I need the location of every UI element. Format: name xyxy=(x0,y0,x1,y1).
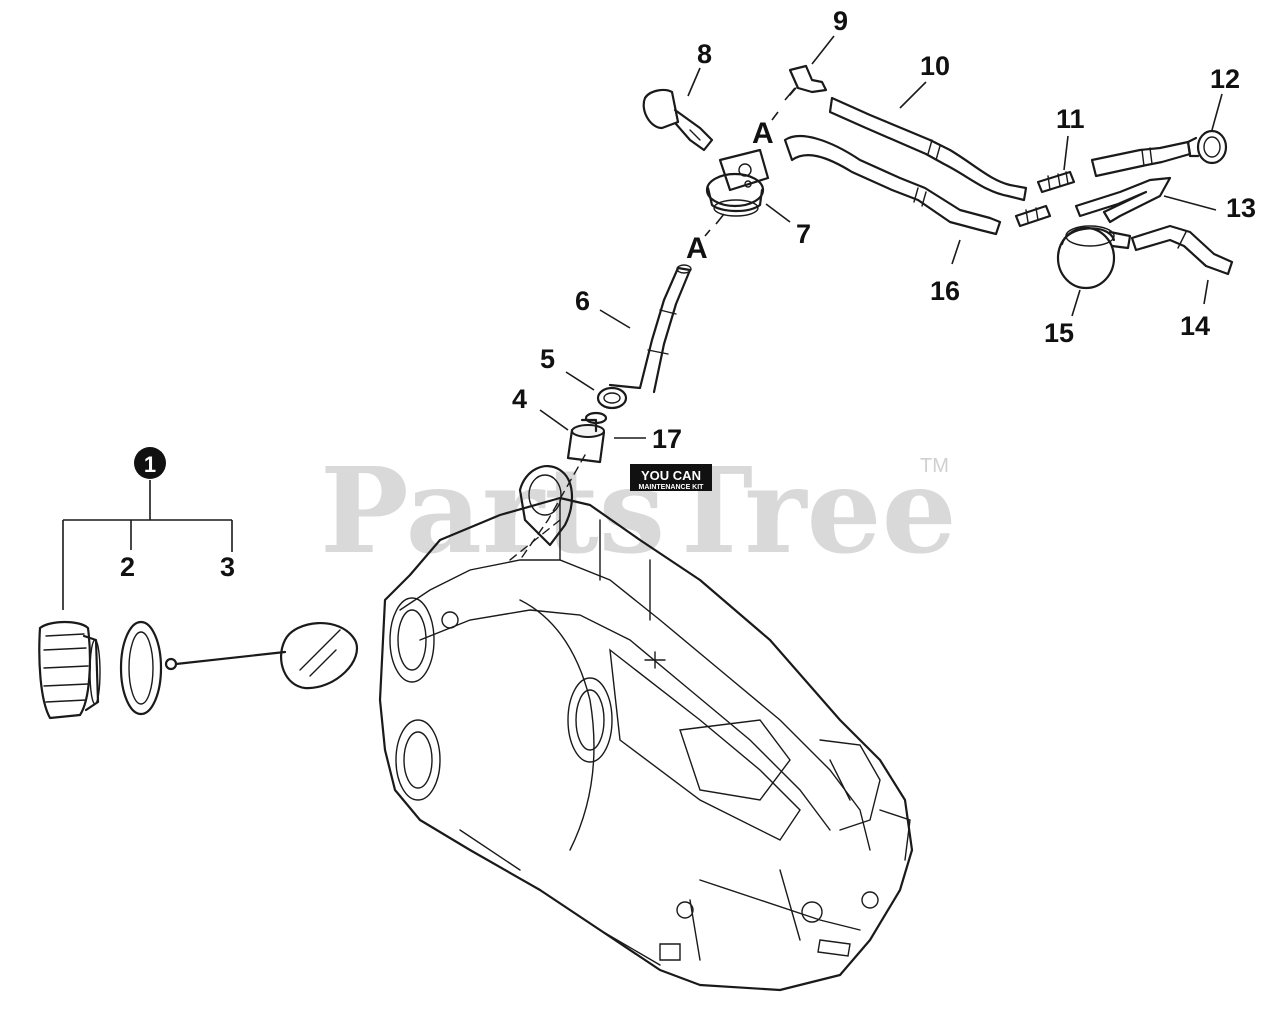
watermark-text: PartsTree xyxy=(320,441,957,580)
callout-10[interactable]: 10 xyxy=(920,51,950,81)
hose-14[interactable] xyxy=(1130,224,1234,276)
callout-16[interactable]: 16 xyxy=(930,276,960,306)
callout-13[interactable]: 13 xyxy=(1226,193,1256,223)
badge-line2: MAINTENANCE KIT xyxy=(639,484,705,491)
watermark-trademark: TM xyxy=(920,455,949,477)
badge-line1: YOU CAN xyxy=(641,468,701,483)
vent-valve-7[interactable] xyxy=(705,148,770,217)
section-marker-a-2: A xyxy=(686,232,708,265)
callout-15[interactable]: 15 xyxy=(1044,318,1074,348)
fuel-line-6[interactable] xyxy=(608,264,692,394)
fuel-cap-retainer[interactable] xyxy=(164,622,358,690)
callout-2[interactable]: 2 xyxy=(120,552,135,582)
grommet-4[interactable] xyxy=(584,411,608,425)
section-markers: A A xyxy=(686,87,796,265)
section-marker-a-1: A xyxy=(752,117,774,150)
hose-10[interactable] xyxy=(828,96,1028,202)
fitting-12[interactable] xyxy=(1186,129,1228,165)
callout-9[interactable]: 9 xyxy=(833,6,848,36)
callout-17[interactable]: 17 xyxy=(652,424,682,454)
fitting-8[interactable] xyxy=(642,88,714,152)
callout-7[interactable]: 7 xyxy=(796,219,811,249)
callout-5[interactable]: 5 xyxy=(540,344,555,374)
callout-labels: 2 3 4 5 6 7 8 9 10 11 12 13 14 15 16 17 xyxy=(120,6,1256,582)
callout-14[interactable]: 14 xyxy=(1180,311,1210,341)
callout-11[interactable]: 11 xyxy=(1056,104,1085,134)
hose-13[interactable] xyxy=(1074,176,1172,224)
fuel-cap-gasket[interactable] xyxy=(119,620,163,716)
callout-3[interactable]: 3 xyxy=(220,552,235,582)
callout-4[interactable]: 4 xyxy=(512,384,527,414)
fuel-filter-17[interactable] xyxy=(566,418,606,464)
hose-16[interactable] xyxy=(783,135,1002,236)
group-marker-1: 1 xyxy=(62,447,233,610)
connector-11[interactable] xyxy=(1014,170,1076,228)
callout-12[interactable]: 12 xyxy=(1210,64,1240,94)
fuel-tank-housing[interactable] xyxy=(378,454,914,992)
callout-6[interactable]: 6 xyxy=(575,286,590,316)
maintenance-kit-badge[interactable]: YOU CAN MAINTENANCE KIT xyxy=(630,464,712,491)
group-marker-label: 1 xyxy=(144,452,156,477)
callout-leaders xyxy=(539,35,1223,439)
elbow-fitting-9[interactable] xyxy=(788,64,828,96)
fuel-cap[interactable] xyxy=(38,620,101,720)
primer-bulb-15[interactable] xyxy=(1056,225,1132,290)
hose-to-fitting-12[interactable] xyxy=(1090,140,1192,178)
callout-8[interactable]: 8 xyxy=(697,39,712,69)
o-ring-5[interactable] xyxy=(596,386,628,410)
